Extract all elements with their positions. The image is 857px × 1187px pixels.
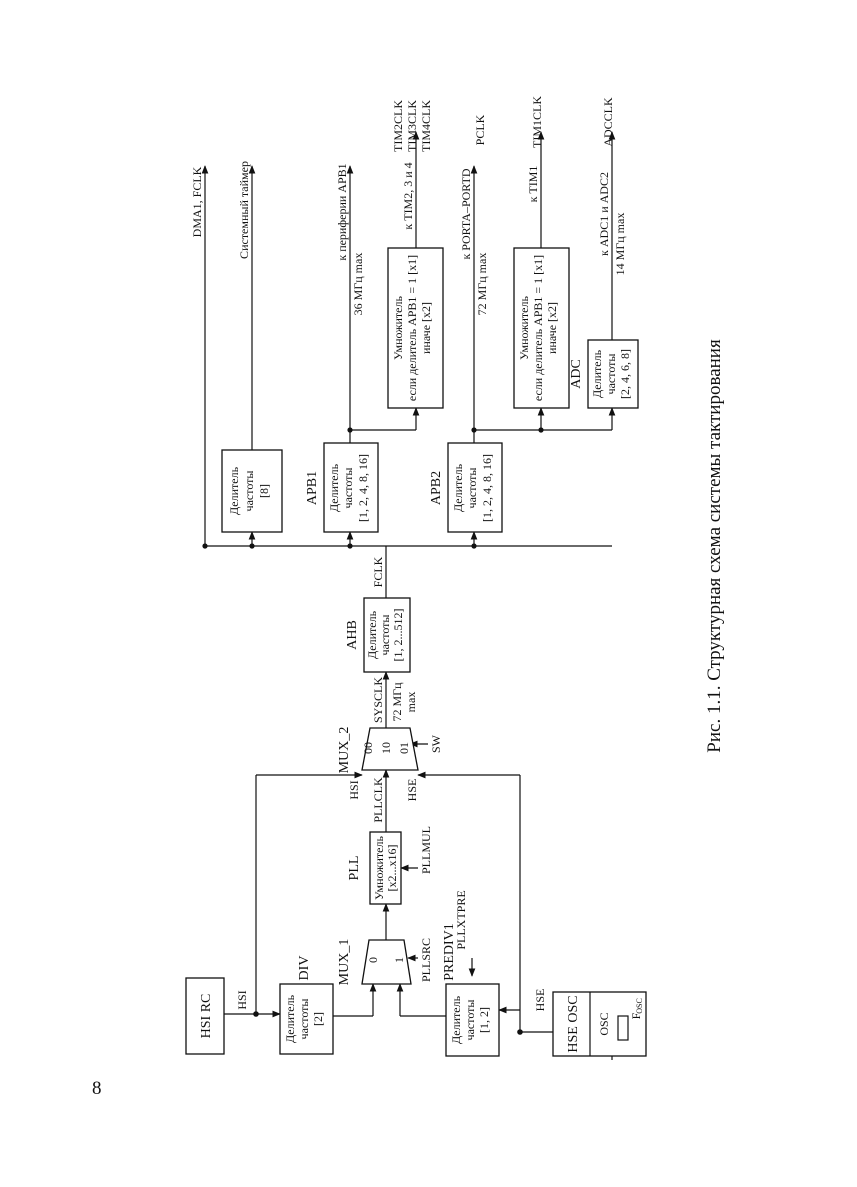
ahb-line-1: Делитель: [365, 610, 379, 659]
mux1-in0: 0: [366, 957, 380, 963]
div-title: DIV: [297, 956, 312, 981]
dma-fclk-output: DMA1, FCLK: [190, 166, 204, 237]
crystal-icon: [617, 1015, 629, 1041]
mult2-line-1: Умножитель: [517, 296, 531, 360]
sysclk-max-a: 72 МГц: [390, 682, 404, 722]
mult1-line-3: иначе [x2]: [419, 302, 433, 354]
figure-caption: Рис. 1.1. Структурная схема системы такт…: [704, 339, 725, 753]
apb2-title: APB2: [429, 471, 444, 505]
mux2-in00: 00: [361, 742, 375, 754]
ahb-line-3: [1, 2...512]: [391, 609, 405, 662]
pll-line-2: [x2...x16]: [385, 845, 399, 892]
hsi-rc-label: HSI RC: [199, 994, 214, 1039]
tim4clk-output: TIM4CLK: [419, 100, 433, 152]
prediv-line-2: частоты: [463, 1000, 477, 1041]
prediv-block: PREDIV1 Делитель частоты [1, 2]: [442, 923, 500, 1057]
mux2-in01: 01: [397, 742, 411, 754]
mux1-in1: 1: [392, 957, 406, 963]
prediv-line-1: Делитель: [449, 995, 463, 1044]
apb1-title: APB1: [305, 471, 320, 505]
sysclk-max-b: max: [404, 692, 418, 713]
pll-line-1: Умножитель: [372, 836, 386, 900]
adc-to: к ADC1 и ADC2: [597, 172, 611, 256]
apb2-line-3: [1, 2, 4, 8, 16]: [480, 454, 494, 522]
apb1-line-2: частоты: [341, 468, 355, 509]
junction-dots: [202, 427, 544, 1035]
div-line-2: частоты: [297, 999, 311, 1040]
apb1-max: 36 МГц max: [351, 253, 365, 316]
apb2-line-2: частоты: [465, 468, 479, 509]
pllclk-signal: PLLCLK: [371, 777, 385, 823]
adc-max: 14 МГц max: [613, 213, 627, 276]
hsi-rc-block: HSI RC: [185, 977, 225, 1055]
page-number: 8: [92, 1078, 102, 1099]
apb1-line-1: Делитель: [327, 463, 341, 512]
connection-lines: [201, 131, 616, 1060]
mux2-title: MUX_2: [337, 727, 352, 774]
sysdiv-line-3: [8]: [257, 484, 271, 498]
mux1-title: MUX_1: [337, 939, 352, 986]
apb1-line-3: [1, 2, 4, 8, 16]: [356, 454, 370, 522]
apb1-block: APB1 Делитель частоты [1, 2, 4, 8, 16]: [305, 442, 379, 533]
ahb-block: AHB Делитель частоты [1, 2...512]: [345, 597, 411, 673]
tim1clk-output: TIM1CLK: [530, 96, 544, 148]
pclk-output: PCLK: [473, 114, 487, 145]
pllxtpre-label: PLLXTPRE: [454, 890, 468, 949]
timer-multiplier-2-block: Умножитель если делитель APB1 = 1 [x1] и…: [513, 247, 570, 409]
sw-label: SW: [429, 734, 443, 753]
adc-block: ADC Делитель частоты [2, 4, 6, 8]: [569, 339, 639, 409]
prediv-title: PREDIV1: [442, 923, 457, 981]
fosc-sub: OSC: [635, 998, 644, 1014]
ahb-line-2: частоты: [378, 615, 392, 656]
osc-label: OSC: [597, 1012, 611, 1035]
adc-line-3: [2, 4, 6, 8]: [618, 349, 632, 399]
tim3clk-output: TIM3CLK: [405, 100, 419, 152]
mux1-block: MUX_1 0 1 PLLSRC PLLXTPRE: [337, 890, 468, 985]
ahb-title: AHB: [345, 620, 360, 650]
fclk-signal: FCLK: [371, 556, 385, 587]
div-block: DIV Делитель частоты [2]: [279, 956, 334, 1055]
hse-osc-label: HSE OSC: [566, 995, 581, 1052]
div-line-1: Делитель: [283, 994, 297, 1043]
pllmul-label: PLLMUL: [419, 826, 433, 874]
hsi-signal-a: HSI: [235, 990, 249, 1009]
tim234-to: к TIM2, 3 и 4: [401, 162, 415, 229]
adc-line-2: частоты: [604, 354, 618, 395]
mult1-line-1: Умножитель: [391, 296, 405, 360]
sysdiv-line-1: Делитель: [227, 466, 241, 515]
apb2-line-1: Делитель: [451, 463, 465, 512]
mux2-in10: 10: [379, 742, 393, 754]
adcclk-output: ADCCLK: [601, 97, 615, 147]
tim1-to: к TIM1: [526, 166, 540, 203]
mult2-line-2: если делитель APB1 = 1 [x1]: [531, 255, 545, 401]
pll-title: PLL: [347, 856, 362, 881]
hse-signal-a: HSE: [533, 989, 547, 1012]
hse-osc-block: HSE OSC OSC F OSC: [552, 991, 647, 1057]
timer-multiplier-1-block: Умножитель если делитель APB1 = 1 [x1] и…: [387, 247, 444, 409]
adc-line-1: Делитель: [590, 349, 604, 398]
mult2-line-3: иначе [x2]: [545, 302, 559, 354]
fosc-label: F: [629, 1012, 643, 1019]
sysclk-signal: SYSCLK: [371, 677, 385, 723]
mult1-line-2: если делитель APB1 = 1 [x1]: [405, 255, 419, 401]
apb2-block: APB2 Делитель частоты [1, 2, 4, 8, 16]: [429, 442, 503, 533]
tim2clk-output: TIM2CLK: [391, 100, 405, 152]
div-line-3: [2]: [311, 1012, 325, 1026]
porta-output: к PORTA–PORTD: [459, 168, 473, 259]
prediv-line-3: [1, 2]: [477, 1007, 491, 1033]
hsi-signal-b: HSI: [347, 780, 361, 799]
sysdiv-line-2: частоты: [242, 471, 256, 512]
hse-signal-b: HSE: [405, 779, 419, 802]
systimer-divider-block: Делитель частоты [8]: [221, 449, 283, 533]
pll-block: PLL Умножитель [x2...x16] PLLMUL: [347, 826, 433, 905]
signal-labels: HSI HSI HSE HSE PLLCLK SYSCLK 72 МГц max…: [190, 96, 627, 1012]
apb2-max: 72 МГц max: [475, 253, 489, 316]
adc-title: ADC: [569, 359, 584, 389]
pllsrc-label: PLLSRC: [419, 938, 433, 982]
systimer-output: Системный таймер: [237, 161, 251, 259]
apb1-periph-output: к периферии APB1: [335, 163, 349, 260]
mux2-block: MUX_2 00 10 01 SW: [337, 727, 443, 774]
